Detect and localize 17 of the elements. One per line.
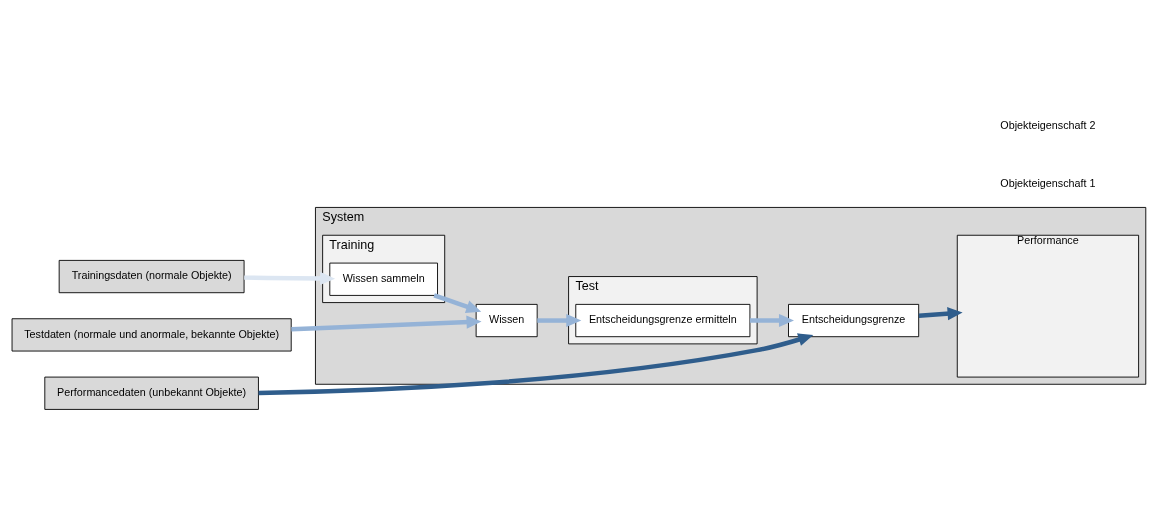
- arrow: [918, 306, 963, 320]
- node-box: Wissen sammeln: [329, 262, 438, 296]
- label: Objekteigenschaft 2: [1000, 118, 1096, 131]
- node-box: Entscheidungsgrenze: [788, 303, 920, 337]
- label: Objekteigenschaft 1: [1000, 176, 1096, 189]
- node-box: Trainingsdaten (normale Objekte): [58, 259, 245, 293]
- node-box: Entscheidungsgrenze ermitteln: [575, 303, 751, 337]
- node-box: Performancedaten (unbekannt Objekte): [44, 376, 259, 410]
- arrow: [537, 313, 582, 327]
- node-box: Performance: [956, 234, 1140, 378]
- arrow: [244, 271, 336, 285]
- node-box: Wissen: [475, 303, 538, 337]
- arrow: [291, 315, 482, 331]
- arrow: [258, 332, 814, 395]
- arrow: [749, 313, 794, 327]
- node-box: Testdaten (normale und anormale, bekannte Objekte): [11, 317, 292, 351]
- arrow: [433, 292, 482, 313]
